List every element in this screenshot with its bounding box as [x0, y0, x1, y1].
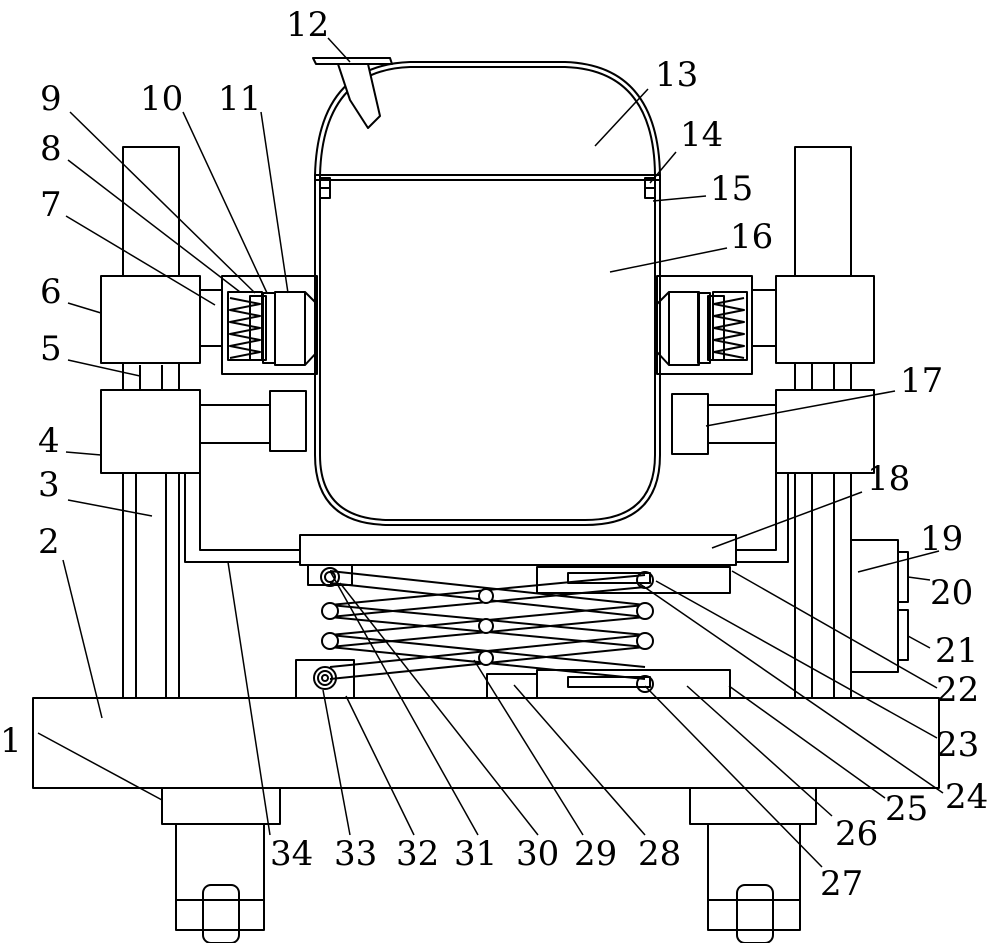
- label-18: 18: [867, 459, 910, 499]
- label-10: 10: [140, 79, 183, 119]
- label-3: 3: [38, 465, 60, 505]
- right-caster: [689, 787, 817, 944]
- left-upper-slider: [100, 275, 201, 364]
- right-lower-slider: [775, 389, 875, 474]
- label-16: 16: [730, 217, 773, 257]
- base-plate: [32, 697, 940, 789]
- support-plate: [299, 534, 737, 566]
- label-7: 7: [40, 185, 62, 225]
- left-clamp-assembly: [221, 275, 318, 375]
- upper-connecting-rods: [199, 289, 777, 347]
- label-34: 34: [270, 834, 313, 874]
- label-19: 19: [920, 519, 963, 559]
- left-caster: [161, 787, 281, 944]
- label-5: 5: [40, 329, 62, 369]
- label-14: 14: [680, 115, 723, 155]
- label-28: 28: [638, 834, 681, 874]
- label-11: 11: [218, 79, 261, 119]
- label-6: 6: [40, 272, 62, 312]
- label-32: 32: [396, 834, 439, 874]
- label-15: 15: [710, 169, 753, 209]
- label-12: 12: [286, 5, 329, 45]
- label-21: 21: [935, 631, 978, 671]
- label-9: 9: [40, 79, 62, 119]
- label-22: 22: [936, 670, 979, 710]
- scissor-lift: [295, 564, 731, 699]
- label-17: 17: [900, 361, 943, 401]
- label-29: 29: [574, 834, 617, 874]
- frame-rods: [184, 473, 789, 563]
- label-26: 26: [835, 814, 878, 854]
- label-13: 13: [655, 55, 698, 95]
- label-33: 33: [334, 834, 377, 874]
- right-upper-slider: [775, 275, 875, 364]
- label-27: 27: [820, 864, 863, 904]
- label-4: 4: [38, 421, 60, 461]
- label-1: 1: [0, 721, 22, 761]
- label-25: 25: [885, 789, 928, 829]
- control-box: [850, 539, 909, 673]
- lower-arms: [199, 390, 777, 455]
- vessel: [312, 57, 661, 526]
- label-8: 8: [40, 129, 62, 169]
- label-31: 31: [454, 834, 497, 874]
- label-2: 2: [38, 522, 60, 562]
- label-20: 20: [930, 573, 973, 613]
- label-24: 24: [945, 777, 988, 817]
- left-lower-slider: [100, 389, 201, 474]
- label-23: 23: [936, 725, 979, 765]
- reference-numerals: 1 2 3 4 5 6 7 8 9 10 11 12 13 14 15 16 1…: [0, 5, 988, 904]
- label-30: 30: [516, 834, 559, 874]
- right-clamp-assembly: [656, 275, 753, 375]
- leader-lines: [37, 37, 944, 868]
